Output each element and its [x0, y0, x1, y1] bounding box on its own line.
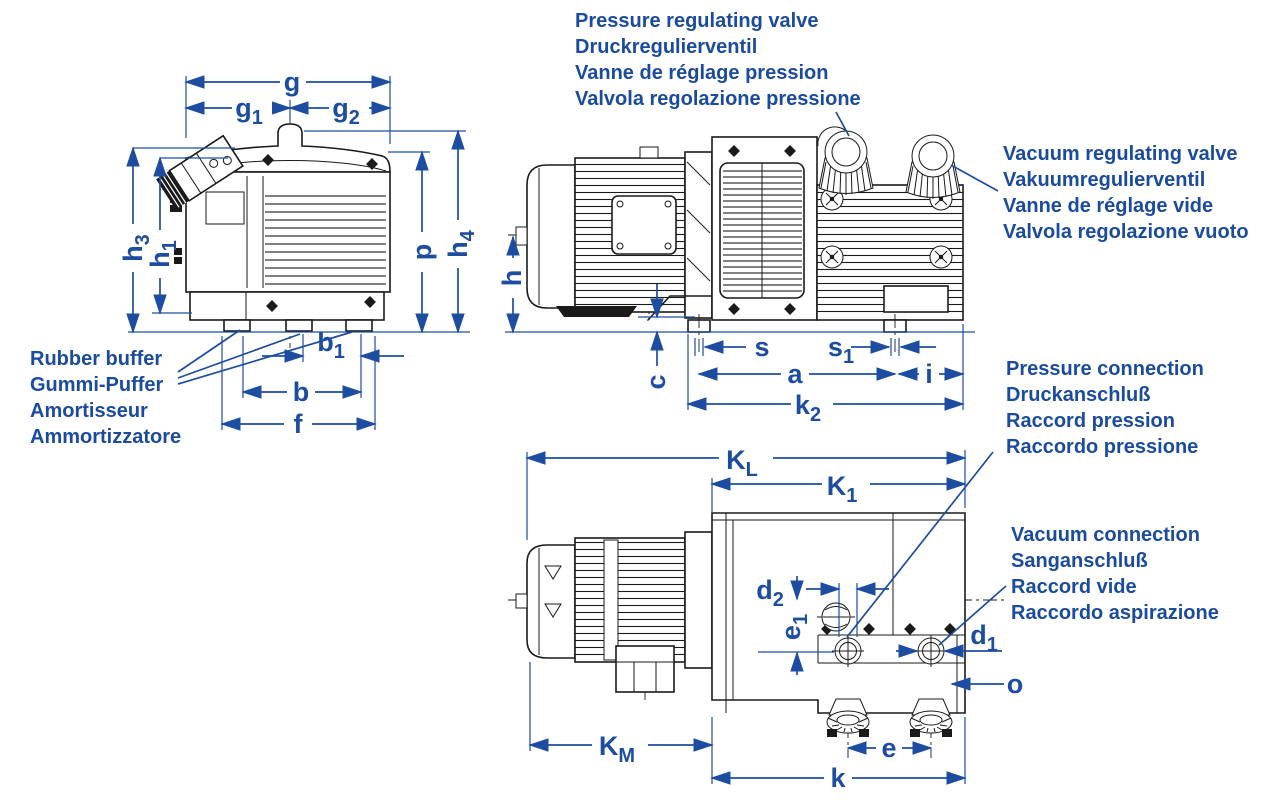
dim-label-k: k: [830, 763, 846, 793]
dim-label-g2: g2: [332, 93, 360, 129]
terminal-box: [615, 645, 675, 693]
vacuum-regulating-valve-label: Vacuum regulating valve Vakuumregulierve…: [1003, 141, 1249, 245]
vacuum-connection-leader: [938, 585, 1007, 646]
rubber-foot: [345, 319, 373, 332]
vacuum-valve-knob-plan: [909, 698, 953, 738]
nameplate: [883, 285, 949, 313]
dim-label-e: e: [881, 733, 896, 763]
plan-view: [508, 512, 1005, 758]
leader-lines: [177, 111, 1007, 646]
dim-label-h: h: [497, 270, 527, 287]
label-line: Valvola regolazione vuoto: [1003, 221, 1249, 243]
label-line: Amortisseur: [30, 400, 148, 422]
dim-label-i: i: [925, 359, 933, 389]
label-backgrounds: [119, 68, 939, 792]
dim-label-s: s: [754, 332, 769, 362]
label-line: Vanne de réglage pression: [575, 62, 829, 84]
motor-foot: [556, 306, 637, 317]
pressure-regulating-valve-knob: [818, 130, 874, 196]
rubber-foot: [285, 319, 313, 332]
dim-label-g1: g1: [235, 93, 263, 129]
dim-label-g: g: [284, 67, 301, 97]
dim-label-f: f: [294, 409, 304, 439]
motor-end-cap-plan: [526, 544, 576, 659]
dim-label-a: a: [787, 359, 803, 389]
motor-end-cap: [526, 164, 576, 309]
dim-label-d2: d2: [756, 575, 784, 611]
label-line: Vanne de réglage vide: [1003, 195, 1214, 217]
eye-bolt: [817, 602, 855, 632]
label-line: Vacuum regulating valve: [1003, 143, 1238, 165]
label-line: Pressure connection: [1006, 358, 1204, 380]
dim-label-K1: K1: [827, 471, 858, 507]
label-line: Vakuumregulierventil: [1003, 169, 1206, 191]
pressure-valve-leader: [835, 111, 850, 137]
dim-label-h1: h1: [145, 240, 181, 268]
dim-label-d1: d1: [970, 620, 998, 656]
rubber-buffer-label: Rubber buffer Gummi-Puffer Amortisseur A…: [30, 346, 181, 450]
label-line: Raccord vide: [1011, 576, 1137, 598]
label-line: Druckanschluß: [1006, 384, 1151, 406]
dim-label-h4: h4: [443, 229, 479, 258]
pressure-valve-knob-plan: [826, 698, 870, 738]
label-line: Ammortizzatore: [30, 426, 182, 448]
vacuum-regulating-valve-knob: [905, 134, 961, 200]
dim-label-KM: KM: [599, 731, 635, 767]
label-line: Raccordo aspirazione: [1011, 602, 1219, 624]
label-line: Sanganschluß: [1011, 550, 1148, 572]
label-line: Valvola regolazione pressione: [575, 88, 861, 110]
dim-label-b1: b1: [317, 327, 345, 363]
label-line: Vacuum connection: [1011, 524, 1200, 546]
dim-label-h3: h3: [118, 234, 154, 262]
label-line: Raccordo pressione: [1006, 436, 1199, 458]
dim-label-e1: e1: [776, 614, 812, 640]
label-line: Raccord pression: [1006, 410, 1175, 432]
label-line: Gummi-Puffer: [30, 374, 164, 396]
rubber-foot: [223, 319, 251, 332]
label-line: Rubber buffer: [30, 348, 163, 370]
end-view: [156, 118, 391, 348]
dim-label-KL: KL: [726, 445, 758, 481]
vacuum-connection-label: Vacuum connection Sanganschluß Raccord v…: [1011, 522, 1219, 626]
rubber-buffer-leader: [177, 329, 353, 385]
pressure-connection-label: Pressure connection Druckanschluß Raccor…: [1006, 356, 1204, 460]
side-view: [508, 126, 964, 352]
pressure-connection-leader: [846, 451, 994, 638]
dim-label-k2: k2: [795, 390, 821, 426]
dim-label-o: o: [1007, 669, 1024, 699]
pressure-regulating-valve-label: Pressure regulating valve Druckregulierv…: [575, 8, 861, 112]
vacuum-valve-leader: [950, 164, 999, 192]
dim-label-b: b: [293, 377, 310, 407]
dim-label-c: c: [641, 374, 671, 389]
label-line: Druckregulierventil: [575, 36, 758, 58]
label-line: Pressure regulating valve: [575, 10, 819, 32]
dimension-labels: g g1 g2 h3 h1 p h4 b1 b f h c s s1 a i k…: [118, 67, 1023, 793]
dim-label-s1: s1: [828, 332, 854, 368]
dim-label-p: p: [407, 244, 437, 261]
